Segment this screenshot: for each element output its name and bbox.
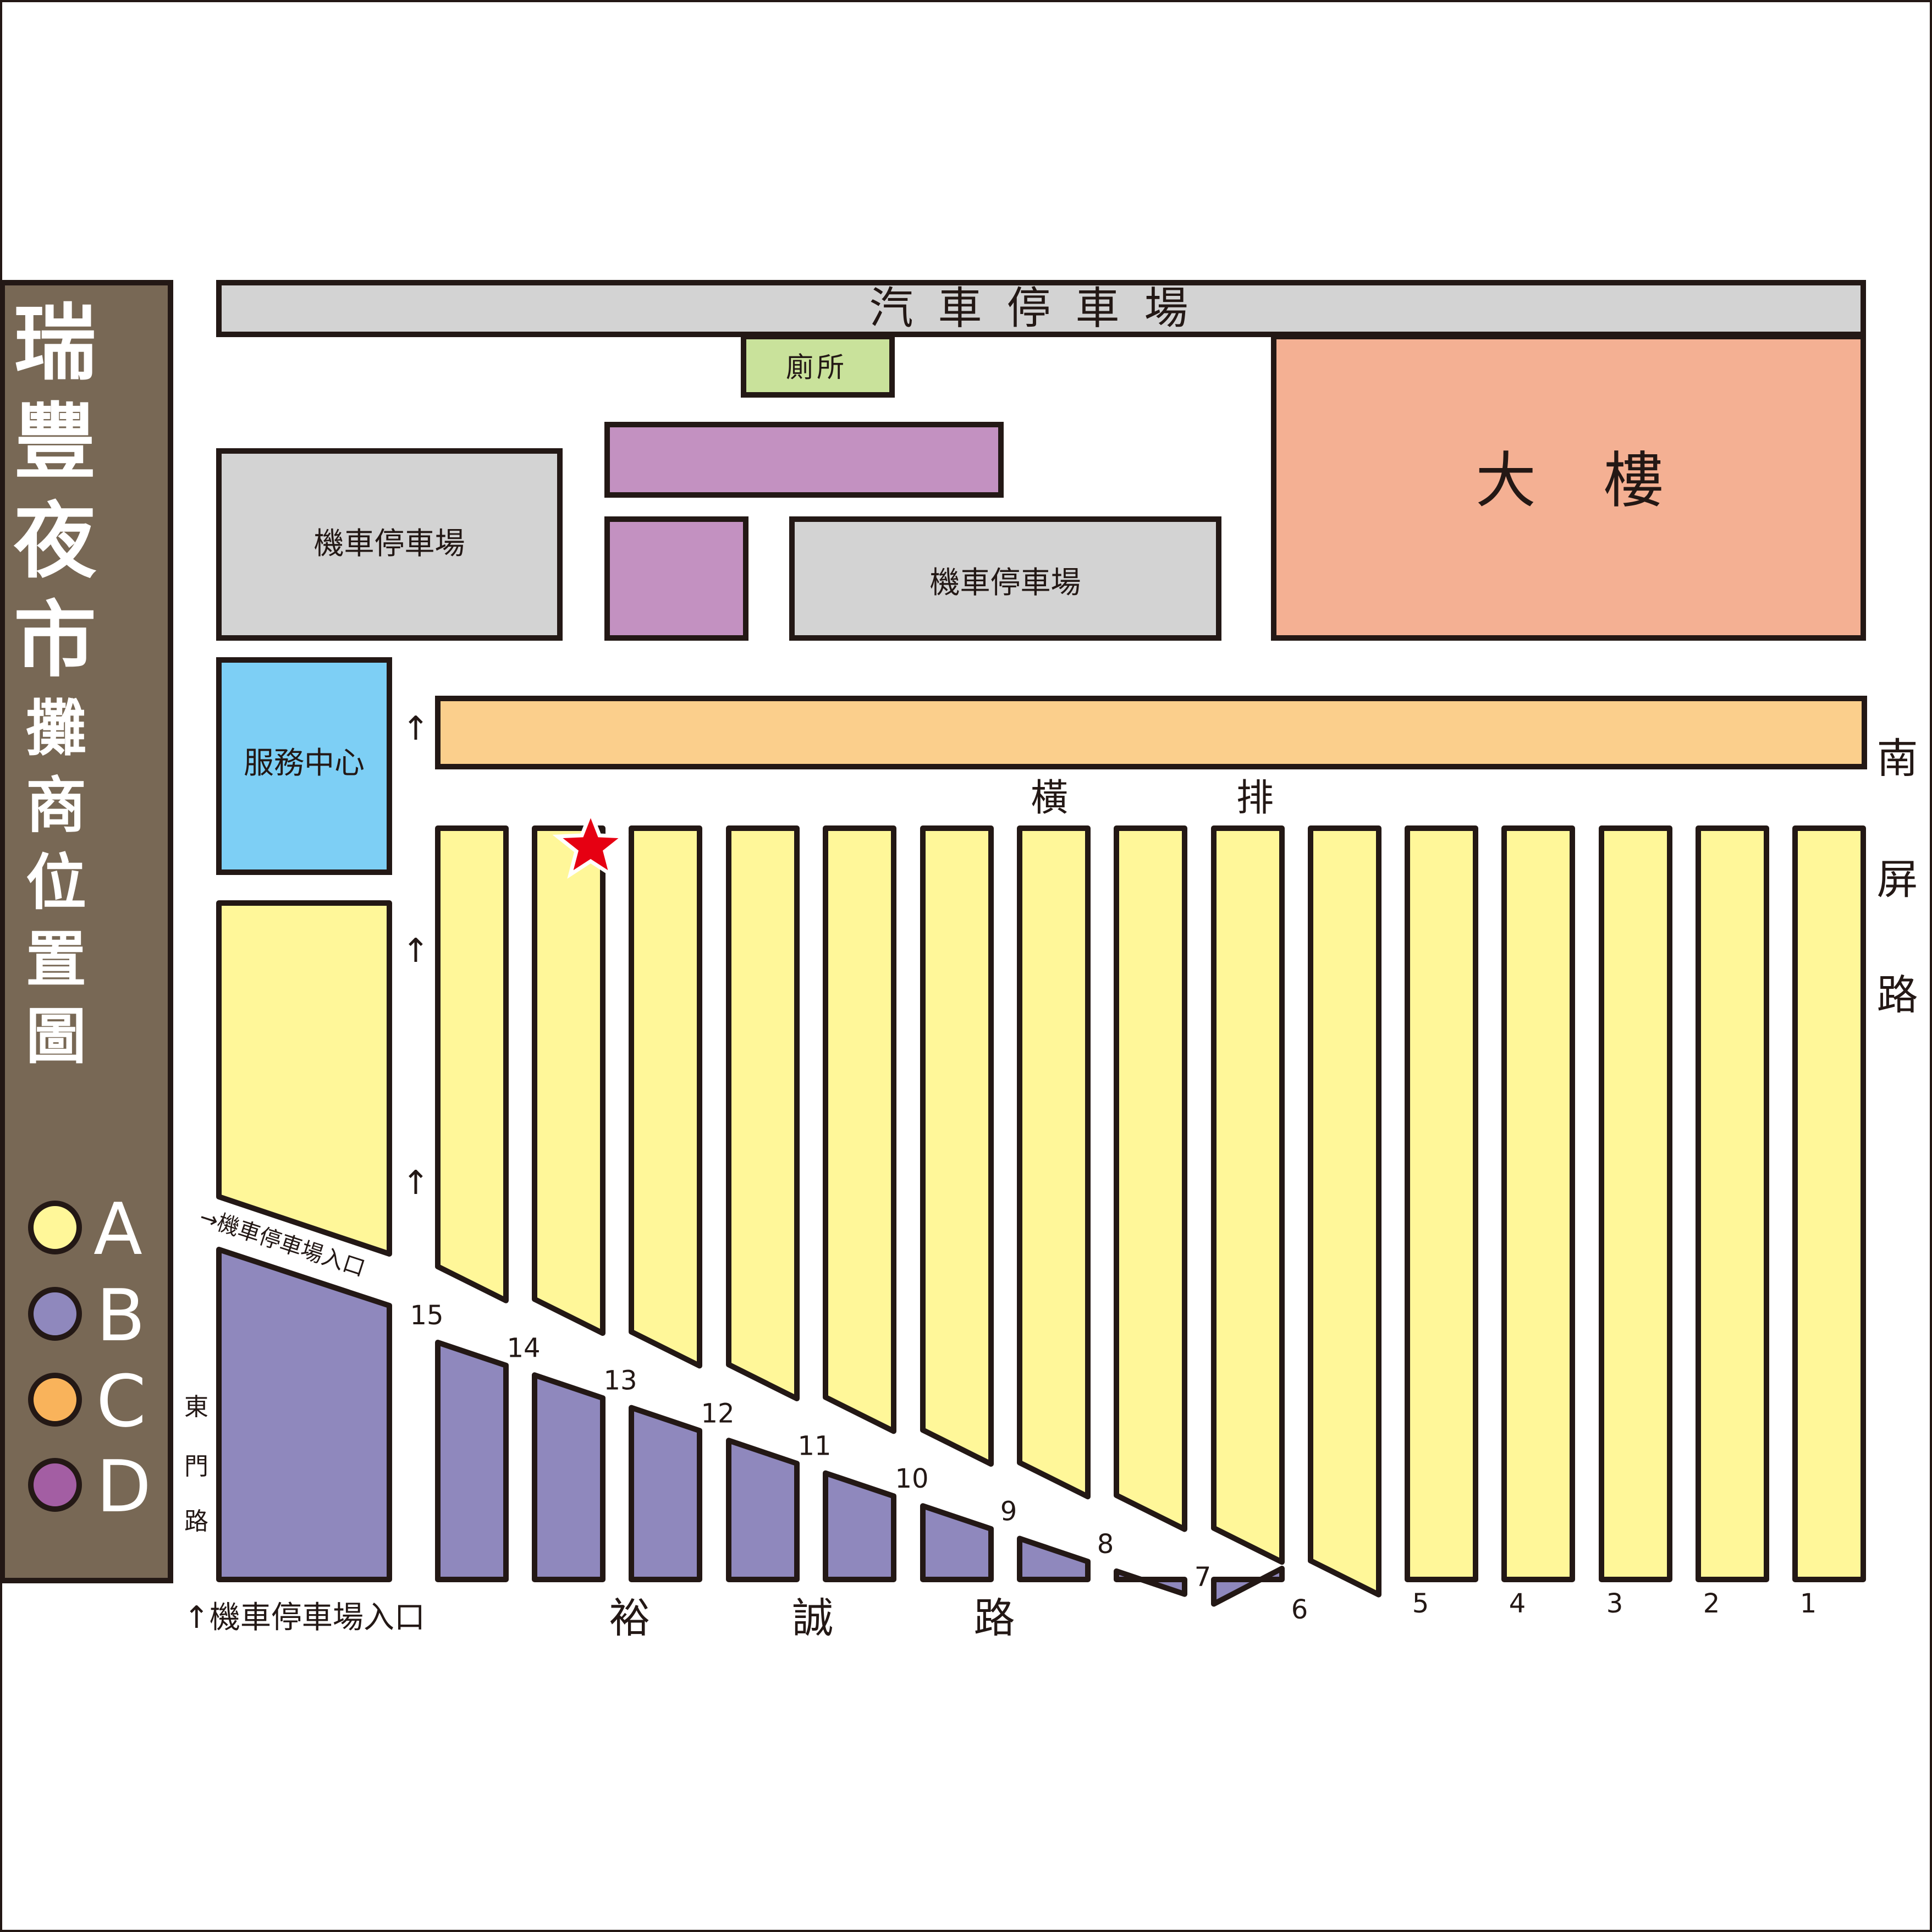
arrow-up-2: ↑	[402, 932, 430, 970]
stall-a-5	[1405, 825, 1478, 1582]
title-char-3: 夜	[13, 494, 97, 590]
stall-a-left-block	[216, 900, 392, 1257]
subtitle-char-3: 位	[26, 847, 86, 918]
stall-d-small	[604, 516, 748, 641]
toilet-label: 廁所	[786, 351, 847, 383]
horizontal-row-stall	[435, 696, 1867, 769]
stall-a-2	[1696, 825, 1769, 1582]
stall-a-9	[1017, 825, 1091, 1500]
stall-b-10	[920, 1503, 994, 1582]
stall-a-15	[435, 825, 509, 1303]
west-road-label-char-1: 東	[184, 1393, 208, 1421]
legend-swatch-b	[28, 1287, 82, 1341]
stall-number-7: 7	[1195, 1562, 1212, 1593]
stall-number-2: 2	[1703, 1588, 1720, 1619]
stall-b-12	[726, 1438, 800, 1582]
stall-number-8: 8	[1097, 1529, 1114, 1560]
stall-number-14: 14	[507, 1333, 540, 1363]
title-char-2: 豐	[14, 395, 96, 491]
west-road-label-char-2: 門	[184, 1452, 208, 1480]
stall-a-1	[1792, 825, 1866, 1582]
stall-number-13: 13	[603, 1366, 637, 1396]
stall-number-6: 6	[1291, 1594, 1308, 1625]
stall-number-5: 5	[1412, 1588, 1429, 1619]
stall-a-8	[1114, 825, 1187, 1532]
south-road-label-char-2: 誠	[792, 1594, 833, 1642]
stall-number-3: 3	[1606, 1588, 1623, 1619]
legend-label-a: A	[93, 1187, 142, 1271]
building-label-char-2: 樓	[1603, 445, 1664, 516]
stall-b-7	[1211, 1566, 1285, 1607]
subtitle-char-1: 攤	[26, 693, 86, 764]
stall-a-4	[1501, 825, 1575, 1582]
scooter-parking-left-label: 機車停車場	[313, 526, 465, 561]
stall-b-13	[629, 1405, 702, 1582]
stall-a-13	[629, 825, 702, 1369]
legend-label-c: C	[96, 1359, 146, 1443]
title-char-4: 市	[14, 593, 96, 689]
east-road-label-char-1: 南	[1876, 734, 1918, 783]
sidebar: 瑞 豐 夜 市 攤 商 位 置 圖 A B C D	[0, 280, 173, 1583]
stall-number-4: 4	[1509, 1588, 1526, 1619]
service-center	[216, 657, 392, 875]
stall-number-10: 10	[895, 1463, 928, 1494]
arrow-up-1: ↑	[402, 709, 430, 748]
toilet	[741, 334, 895, 398]
stall-number-1: 1	[1800, 1588, 1817, 1619]
legend-swatch-d	[28, 1458, 82, 1512]
stall-b-15	[435, 1340, 509, 1582]
scooter-parking-middle-label: 機車停車場	[929, 565, 1081, 600]
scooter-entrance-bottom-label: ↑機車停車場入口	[184, 1600, 425, 1636]
stall-b-8	[1114, 1568, 1187, 1597]
legend-swatch-c	[28, 1373, 82, 1427]
south-road-label-char-3: 路	[973, 1594, 1015, 1642]
stall-b-left-block	[216, 1247, 392, 1582]
legend-label-d: D	[96, 1445, 151, 1528]
stall-a-14	[532, 825, 606, 1336]
legend-label-b: B	[96, 1274, 145, 1357]
stall-number-15: 15	[410, 1300, 443, 1331]
stall-number-12: 12	[701, 1398, 734, 1429]
horizontal-row-label-char-1: 橫	[1031, 777, 1068, 820]
legend: A B C D	[28, 1187, 151, 1528]
stall-a-12	[726, 825, 800, 1402]
sidebar-panel	[0, 280, 173, 1583]
subtitle-char-5: 圖	[26, 1001, 86, 1072]
east-road-label-char-3: 路	[1876, 971, 1918, 1019]
stall-number-11: 11	[797, 1431, 831, 1462]
stall-a-11	[823, 825, 896, 1434]
legend-swatch-a	[28, 1201, 82, 1254]
stall-b-9	[1017, 1535, 1091, 1582]
car-parking	[216, 280, 1866, 337]
stall-a-group	[435, 825, 1866, 1598]
stall-d-top	[604, 422, 1004, 498]
scooter-parking-left	[216, 448, 563, 641]
stall-a-7	[1211, 825, 1285, 1565]
building-label-char-1: 大	[1476, 445, 1536, 516]
south-road-label-char-1: 裕	[609, 1594, 650, 1642]
east-road-label-char-2: 屏	[1876, 855, 1918, 904]
stall-b-group	[435, 1340, 1285, 1607]
stall-a-3	[1599, 825, 1672, 1582]
stall-number-group: 15 14 13 12 11 10 9 8 7 6 5 4 3 2 1	[410, 1300, 1817, 1625]
service-center-label: 服務中心	[244, 745, 365, 780]
stall-b-11	[823, 1470, 896, 1582]
title-char-1: 瑞	[14, 296, 96, 392]
scooter-parking-middle	[789, 516, 1221, 641]
stall-a-6	[1308, 825, 1381, 1598]
west-road-label-char-3: 路	[184, 1507, 208, 1535]
horizontal-row-label-char-2: 排	[1236, 777, 1274, 820]
star-marker	[552, 807, 629, 879]
subtitle-char-4: 置	[26, 924, 86, 995]
subtitle-char-2: 商	[26, 770, 86, 841]
stall-number-9: 9	[1000, 1496, 1017, 1527]
car-parking-label: 汽車停車場	[869, 283, 1213, 334]
stall-b-14	[532, 1372, 606, 1582]
arrow-up-3: ↑	[402, 1164, 430, 1202]
stall-a-10	[920, 825, 994, 1467]
building	[1271, 334, 1866, 641]
